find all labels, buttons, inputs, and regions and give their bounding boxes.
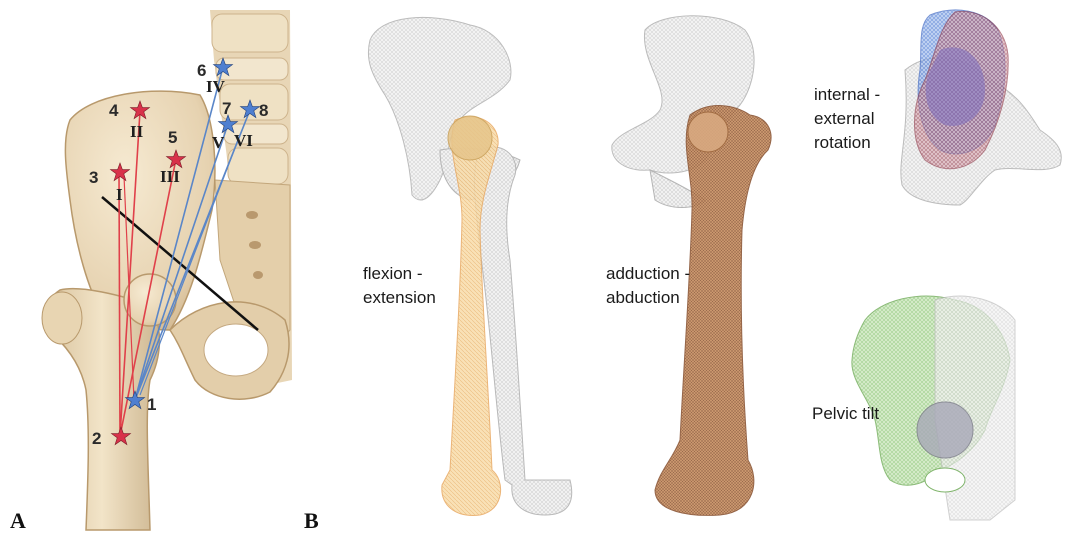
caption-line: Pelvic tilt xyxy=(812,402,879,426)
panel-a-illustration: 1 2 3 I 4 II 5 III 6 IV 7 V 8 VI xyxy=(42,10,292,530)
caption-line: external xyxy=(814,107,880,131)
panel-label-a: A xyxy=(10,508,26,534)
caption-pelvic-tilt: Pelvic tilt xyxy=(812,402,879,426)
roman-label: I xyxy=(116,185,123,204)
panel-label-b: B xyxy=(304,508,319,534)
caption-line: adduction - xyxy=(606,262,690,286)
caption-flexion-extension: flexion - extension xyxy=(363,262,436,310)
point-number: 3 xyxy=(89,168,98,187)
roman-label: II xyxy=(130,122,144,141)
caption-line: extension xyxy=(363,286,436,310)
muscle-line-red xyxy=(119,172,120,436)
roman-label: VI xyxy=(234,131,253,150)
point-number: 8 xyxy=(259,101,268,120)
point-number: 4 xyxy=(109,101,119,120)
point-number: 1 xyxy=(147,395,156,414)
roman-label: III xyxy=(160,167,180,186)
obturator-foramen xyxy=(204,324,268,376)
caption-rotation: internal - external rotation xyxy=(814,83,880,155)
rotation-model xyxy=(901,10,1061,205)
caption-adduction-abduction: adduction - abduction xyxy=(606,262,690,310)
caption-line: internal - xyxy=(814,83,880,107)
caption-line: abduction xyxy=(606,286,690,310)
point-number: 7 xyxy=(222,99,231,118)
caption-line: flexion - xyxy=(363,262,436,286)
roman-label: IV xyxy=(206,77,226,96)
caption-line: rotation xyxy=(814,131,880,155)
roman-label: V xyxy=(212,133,225,152)
point-number: 5 xyxy=(168,128,177,147)
point-number: 2 xyxy=(92,429,101,448)
